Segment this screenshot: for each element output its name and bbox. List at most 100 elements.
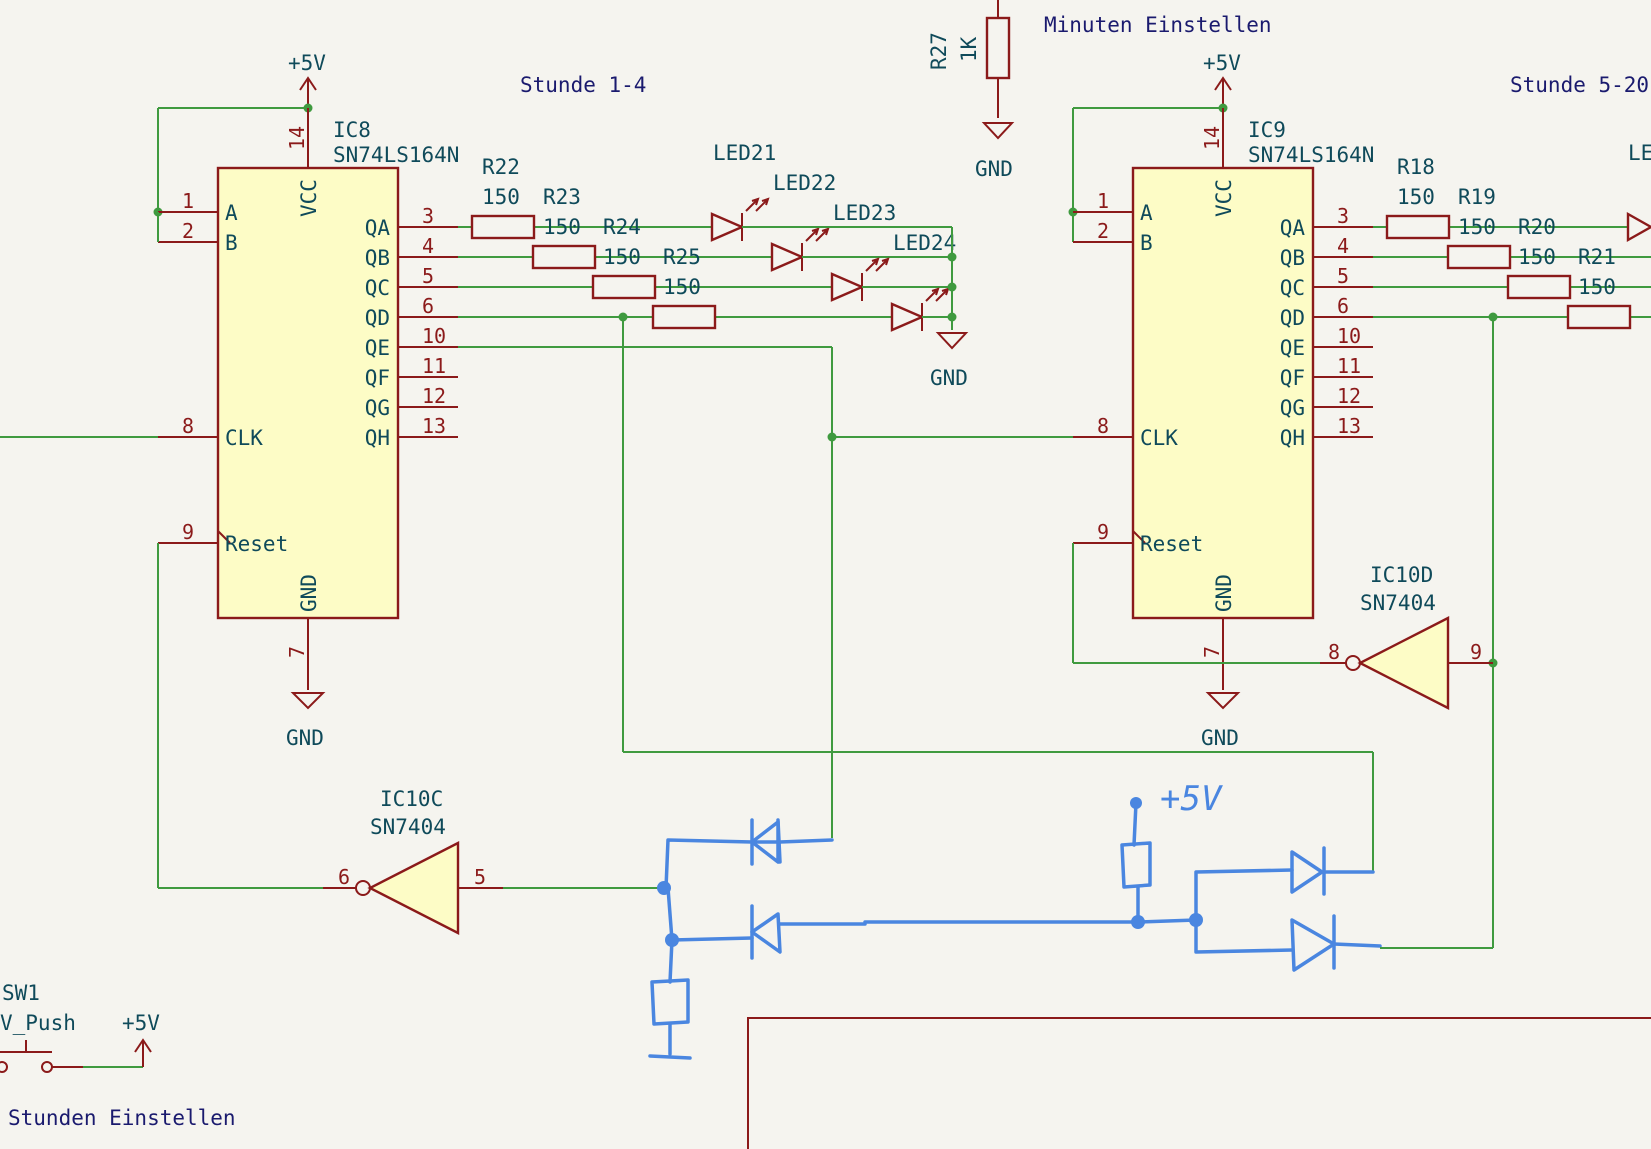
ic9-pin-4-num: 4 <box>1337 234 1349 258</box>
ic8-pin-4-num: 4 <box>422 234 434 258</box>
r21-value: 150 <box>1578 275 1616 299</box>
ic9-pin-14-num: 14 <box>1200 126 1224 150</box>
led-gnd-label: GND <box>930 366 968 390</box>
ic10c-pin-5: 5 <box>474 865 486 889</box>
ic9-shift-register: +5V 14 IC9 SN74LS164N VCC GND 1 2 8 9 A … <box>1068 51 1374 750</box>
ic9-pin-qh-name: QH <box>1280 426 1305 450</box>
ic9-pin-qa-name: QA <box>1280 216 1306 240</box>
ic8-pin-qa-name: QA <box>365 216 391 240</box>
led-22 <box>770 227 952 272</box>
ic8-pin-9-num: 9 <box>182 520 194 544</box>
ic8-pin-reset-name: Reset <box>225 532 288 556</box>
ic8-pin-12-num: 12 <box>422 384 446 408</box>
ic8-pin-qf-name: QF <box>365 366 390 390</box>
inverter-ic10d: 9 8 IC10D SN7404 <box>1072 543 1493 710</box>
r23-value: 150 <box>543 215 581 239</box>
ic9-pin-7-num: 7 <box>1200 646 1224 658</box>
ic9-pin-clk-name: CLK <box>1140 426 1178 450</box>
r27-ref: R27 <box>927 32 951 70</box>
ic9-pin-2-num: 2 <box>1097 219 1109 243</box>
ic8-pin-clk-name: CLK <box>225 426 263 450</box>
ic8-gnd-name: GND <box>297 574 321 612</box>
r27-gnd-label: GND <box>975 157 1013 181</box>
ic9-pin-12-num: 12 <box>1337 384 1361 408</box>
switch-sw1: SW1 V_Push +5V Stunden Einstellen <box>0 981 236 1130</box>
ic10d-pin-9: 9 <box>1470 640 1482 664</box>
r22-ref: R22 <box>482 155 520 179</box>
ic8-pin-14-num: 14 <box>285 126 309 150</box>
r20-value: 150 <box>1518 245 1556 269</box>
hand-vcc-label: +5V <box>1160 779 1223 819</box>
ic8-ref: IC8 <box>333 118 371 142</box>
r23-ref: R23 <box>543 185 581 209</box>
right-led-chain: R18 150 R19 150 R20 150 R21 150 LE <box>1373 141 1651 330</box>
note-stunde-5-20: Stunde 5-20 <box>1510 73 1649 97</box>
ic8-pin-8-num: 8 <box>182 414 194 438</box>
ic8-part: SN74LS164N <box>333 143 459 167</box>
r20-ref: R20 <box>1518 215 1556 239</box>
ic9-vcc-name: VCC <box>1212 179 1236 217</box>
ic8-gnd-label: GND <box>286 726 324 750</box>
ic9-pin-11-num: 11 <box>1337 354 1361 378</box>
ic8-pin-2-num: 2 <box>182 219 194 243</box>
ic8-pin-qd-name: QD <box>365 306 390 330</box>
ic8-pin-qc-name: QC <box>365 276 390 300</box>
ic8-pin-6-num: 6 <box>422 294 434 318</box>
r24-value: 150 <box>603 245 641 269</box>
led24-ref: LED24 <box>893 231 956 255</box>
ic9-gnd-label: GND <box>1201 726 1239 750</box>
r27-value: 1K <box>957 36 981 62</box>
ic8-vcc-label: +5V <box>288 51 326 75</box>
hand-drawn-modification: +5V <box>648 779 1493 1060</box>
r19-ref: R19 <box>1458 185 1496 209</box>
ic9-pin-3-num: 3 <box>1337 204 1349 228</box>
ic8-pin-7-num: 7 <box>285 646 309 658</box>
led23-ref: LED23 <box>833 201 896 225</box>
ic9-pin-13-num: 13 <box>1337 414 1361 438</box>
ic9-part: SN74LS164N <box>1248 143 1374 167</box>
sw1-vcc-label: +5V <box>122 1011 160 1035</box>
ic8-pin-qe-name: QE <box>365 336 390 360</box>
ic8-pin-5-num: 5 <box>422 264 434 288</box>
ic9-pin-8-num: 8 <box>1097 414 1109 438</box>
ic8-pin-a-name: A <box>225 201 238 225</box>
ic10c-part: SN7404 <box>370 815 446 839</box>
led22-ref: LED22 <box>773 171 836 195</box>
ic10d-part: SN7404 <box>1360 591 1436 615</box>
ic9-pin-a-name: A <box>1140 201 1153 225</box>
ic8-pin-qh-name: QH <box>365 426 390 450</box>
ic8-pin-3-num: 3 <box>422 204 434 228</box>
ic8-vcc-name: VCC <box>297 179 321 217</box>
ic10c-pin-6: 6 <box>338 865 350 889</box>
ic9-pin-b-name: B <box>1140 231 1153 255</box>
ic9-pin-9-num: 9 <box>1097 520 1109 544</box>
note-stunde-1-4: Stunde 1-4 <box>520 73 646 97</box>
r22-value: 150 <box>482 185 520 209</box>
ic9-pin-qf-name: QF <box>1280 366 1305 390</box>
ic8-pin-b-name: B <box>225 231 238 255</box>
sheet-frame-border <box>747 1017 1651 1149</box>
ic9-gnd-name: GND <box>1212 574 1236 612</box>
r18-ref: R18 <box>1397 155 1435 179</box>
led-right-partial <box>1626 211 1651 243</box>
resistor-r27: R27 1K GND <box>927 0 1015 181</box>
led21-ref: LED21 <box>713 141 776 165</box>
led-24 <box>890 287 952 332</box>
r18-value: 150 <box>1397 185 1435 209</box>
left-led-chain: R22 150 R23 150 R24 150 R25 150 LED21 LE… <box>458 141 969 390</box>
note-stunden-einstellen: Stunden Einstellen <box>8 1106 236 1130</box>
sw1-part: V_Push <box>0 1011 76 1035</box>
ic9-pin-1-num: 1 <box>1097 189 1109 213</box>
ic9-ref: IC9 <box>1248 118 1286 142</box>
led-21 <box>710 197 770 242</box>
ic8-pin-qg-name: QG <box>365 396 390 420</box>
r25-ref: R25 <box>663 245 701 269</box>
ic8-pin-13-num: 13 <box>422 414 446 438</box>
ic8-shift-register: +5V 14 IC8 SN74LS164N VCC GND 1 2 8 9 A … <box>153 51 459 750</box>
ic8-pin-11-num: 11 <box>422 354 446 378</box>
ic9-pin-qb-name: QB <box>1280 246 1305 270</box>
r21-ref: R21 <box>1578 245 1616 269</box>
r19-value: 150 <box>1458 215 1496 239</box>
ic10c-ref: IC10C <box>380 787 443 811</box>
